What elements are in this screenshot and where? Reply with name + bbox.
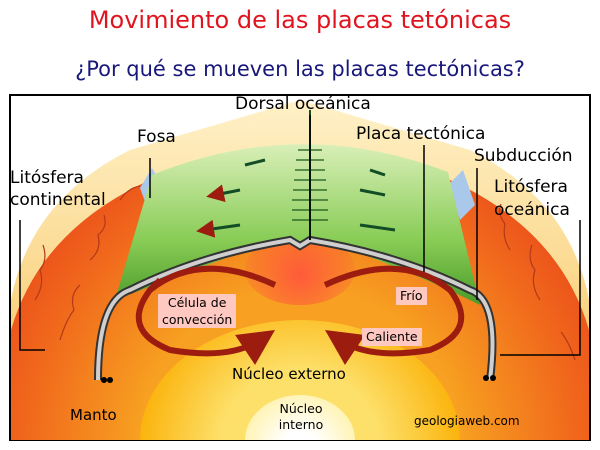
slab-ends xyxy=(101,375,496,383)
label-frio: Frío xyxy=(396,287,427,305)
label-nucleo-interno-1: Núcleo xyxy=(279,401,323,416)
label-lito-cont-1: Litósfera xyxy=(10,168,84,188)
label-nucleo-interno-2: interno xyxy=(278,417,324,432)
page-title: Movimiento de las placas tetónicas xyxy=(88,6,512,34)
label-dorsal: Dorsal oceánica xyxy=(235,94,371,114)
label-celula: Célula de convección xyxy=(158,294,237,328)
slab-core xyxy=(96,237,495,381)
label-nucleo-interno: Núcleo interno xyxy=(278,401,324,433)
plate-arrows xyxy=(196,158,396,238)
hot-upwelling xyxy=(245,235,355,305)
page-subtitle: ¿Por qué se mueven las placas tectónicas… xyxy=(75,57,525,81)
label-lito-oce-1: Litósfera xyxy=(494,177,568,197)
leader-lines xyxy=(19,115,581,356)
convection-arrows xyxy=(135,265,465,365)
label-nucleo-externo: Núcleo externo xyxy=(232,365,346,383)
label-fosa: Fosa xyxy=(137,127,176,147)
label-lito-oce-2: oceánica xyxy=(494,200,570,220)
label-manto: Manto xyxy=(70,406,117,424)
watermark: geologiaweb.com xyxy=(414,414,520,428)
label-placa: Placa tectónica xyxy=(356,124,486,144)
label-subduccion: Subducción xyxy=(474,146,573,166)
label-celula-2: convección xyxy=(162,312,233,327)
trench-water-right xyxy=(448,170,475,220)
inner-core xyxy=(245,395,355,440)
label-lito-cont-2: continental xyxy=(10,190,106,210)
label-caliente: Caliente xyxy=(362,328,422,346)
label-celula-1: Célula de xyxy=(167,295,227,310)
